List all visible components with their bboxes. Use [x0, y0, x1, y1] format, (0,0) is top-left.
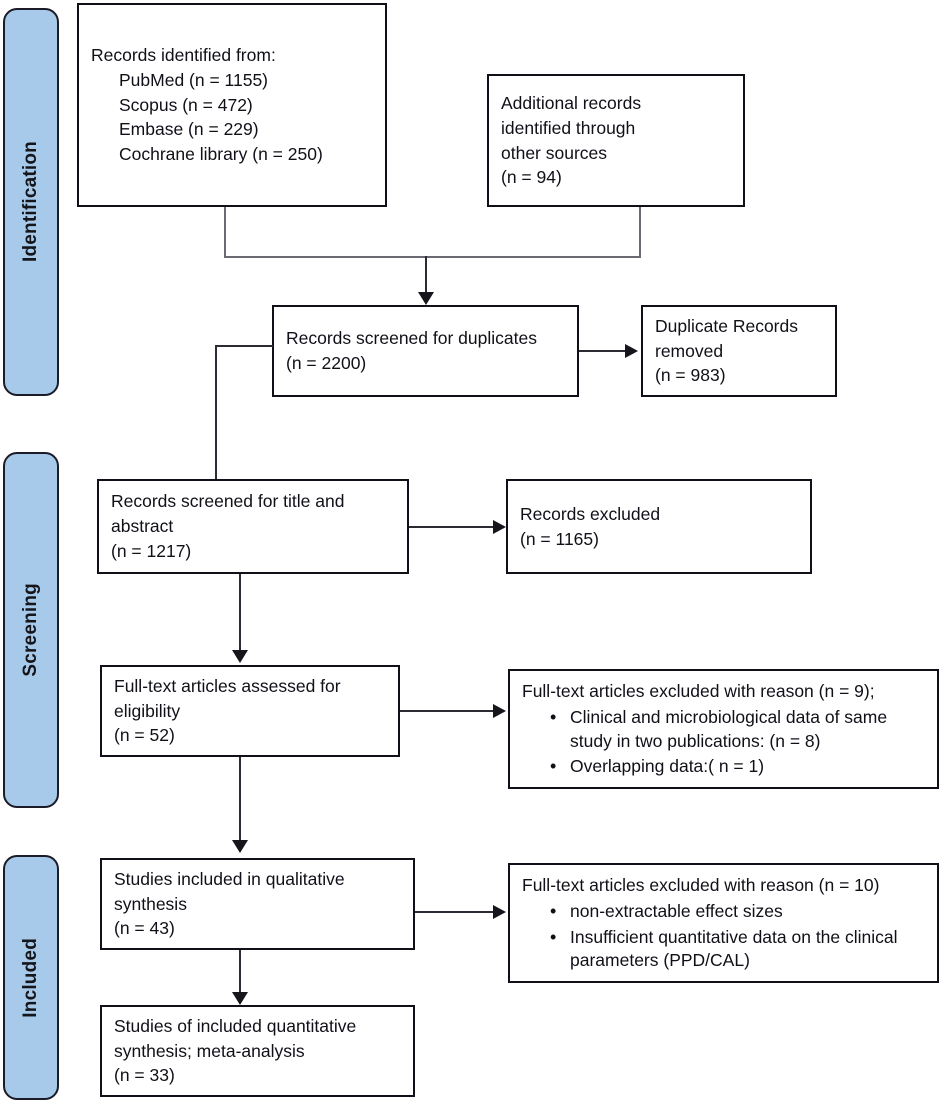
- fulltext-excluded-10-heading: Full-text articles excluded with reason …: [522, 875, 880, 896]
- records-identified-source-pubmed: PubMed (n = 1155): [119, 69, 269, 90]
- arrow-into-fulltext-excluded-10: [493, 905, 506, 919]
- qualitative-synthesis-line1: Studies included in qualitative: [114, 868, 345, 889]
- connector-merge-horizontal: [224, 256, 641, 258]
- box-records-excluded: Records excluded (n = 1165): [506, 479, 812, 574]
- box-fulltext-excluded-10: Full-text articles excluded with reason …: [508, 863, 939, 983]
- arrow-into-fulltext-excluded-9: [493, 704, 506, 718]
- fulltext-excluded-9-reason-2: Overlapping data:( n = 1): [548, 754, 925, 779]
- fulltext-excluded-10-reason-list: non-extractable effect sizes Insufficien…: [522, 898, 925, 973]
- additional-records-line2: identified through: [501, 117, 636, 138]
- box-fulltext-assessed: Full-text articles assessed for eligibil…: [100, 665, 400, 757]
- arrow-into-records-excluded: [493, 520, 506, 534]
- connector-additional-down: [639, 207, 641, 257]
- records-identified-heading: Records identified from:: [91, 44, 276, 65]
- box-additional-records: Additional records identified through ot…: [487, 74, 745, 207]
- stage-bar-identification: Identification: [3, 8, 59, 396]
- records-identified-source-embase: Embase (n = 229): [119, 119, 259, 140]
- connector-to-records-excluded: [409, 526, 495, 528]
- connector-to-qualitative-synthesis: [239, 757, 241, 844]
- connector-to-duplicates-removed: [579, 350, 627, 352]
- connector-to-quantitative-synthesis: [239, 950, 241, 998]
- box-records-identified: Records identified from: PubMed (n = 115…: [77, 3, 387, 207]
- fulltext-assessed-line1: Full-text articles assessed for: [114, 675, 341, 696]
- records-excluded-line1: Records excluded: [520, 503, 661, 524]
- box-screened-duplicates: Records screened for duplicates (n = 220…: [272, 305, 579, 397]
- duplicates-removed-count: (n = 983): [655, 365, 726, 386]
- box-qualitative-synthesis: Studies included in qualitative synthesi…: [100, 858, 415, 950]
- arrow-into-quantitative-synthesis: [232, 992, 248, 1005]
- quantitative-synthesis-count: (n = 33): [114, 1065, 175, 1086]
- duplicates-removed-line2: removed: [655, 340, 724, 361]
- connector-to-fulltext-excluded-10: [415, 911, 495, 913]
- additional-records-line1: Additional records: [501, 92, 642, 113]
- quantitative-synthesis-line1: Studies of included quantitative: [114, 1015, 357, 1036]
- connector-merge-to-duplicates: [425, 256, 427, 298]
- fulltext-excluded-9-heading: Full-text articles excluded with reason …: [522, 681, 875, 702]
- box-quantitative-synthesis: Studies of included quantitative synthes…: [100, 1005, 415, 1097]
- arrow-into-qualitative-synthesis: [232, 840, 248, 853]
- records-identified-source-cochrane: Cochrane library (n = 250): [119, 144, 323, 165]
- stage-label-included: Included: [20, 937, 41, 1018]
- arrow-into-duplicates-removed: [625, 344, 638, 358]
- stage-bar-included: Included: [3, 855, 59, 1100]
- qualitative-synthesis-count: (n = 43): [114, 918, 175, 939]
- fulltext-assessed-count: (n = 52): [114, 725, 175, 746]
- records-identified-source-scopus: Scopus (n = 472): [119, 94, 253, 115]
- box-fulltext-excluded-9: Full-text articles excluded with reason …: [508, 669, 939, 789]
- fulltext-excluded-9-reason-list: Clinical and microbiological data of sam…: [522, 704, 925, 779]
- fulltext-excluded-9-reason-1: Clinical and microbiological data of sam…: [548, 705, 925, 753]
- screened-title-abstract-count: (n = 1217): [111, 540, 192, 561]
- connector-to-fulltext-assessed: [239, 574, 241, 654]
- box-duplicates-removed: Duplicate Records removed (n = 983): [641, 305, 837, 397]
- connector-to-fulltext-excluded-9: [400, 710, 495, 712]
- duplicates-removed-line1: Duplicate Records: [655, 315, 798, 336]
- additional-records-line3: other sources: [501, 142, 608, 163]
- screened-duplicates-line1: Records screened for duplicates: [286, 328, 537, 349]
- box-screened-title-abstract: Records screened for title and abstract …: [97, 479, 409, 574]
- records-excluded-count: (n = 1165): [520, 528, 599, 549]
- connector-duplicates-left-stub: [215, 345, 273, 347]
- screened-title-abstract-line1: Records screened for title and: [111, 491, 345, 512]
- qualitative-synthesis-line2: synthesis: [114, 893, 187, 914]
- stage-label-screening: Screening: [20, 583, 41, 677]
- screened-duplicates-count: (n = 2200): [286, 353, 367, 373]
- arrow-into-screened-duplicates: [418, 292, 434, 305]
- connector-duplicates-elbow-down: [215, 345, 217, 480]
- additional-records-count: (n = 94): [501, 167, 562, 188]
- stage-bar-screening: Screening: [3, 452, 59, 808]
- fulltext-assessed-line2: eligibility: [114, 700, 181, 721]
- fulltext-excluded-10-reason-2: Insufficient quantitative data on the cl…: [548, 925, 925, 973]
- quantitative-synthesis-line2: synthesis; meta-analysis: [114, 1040, 305, 1061]
- screened-title-abstract-line2: abstract: [111, 516, 174, 537]
- stage-label-identification: Identification: [20, 141, 41, 263]
- connector-identified-down: [224, 207, 226, 257]
- fulltext-excluded-10-reason-1: non-extractable effect sizes: [548, 899, 925, 924]
- arrow-into-fulltext-assessed: [232, 650, 248, 663]
